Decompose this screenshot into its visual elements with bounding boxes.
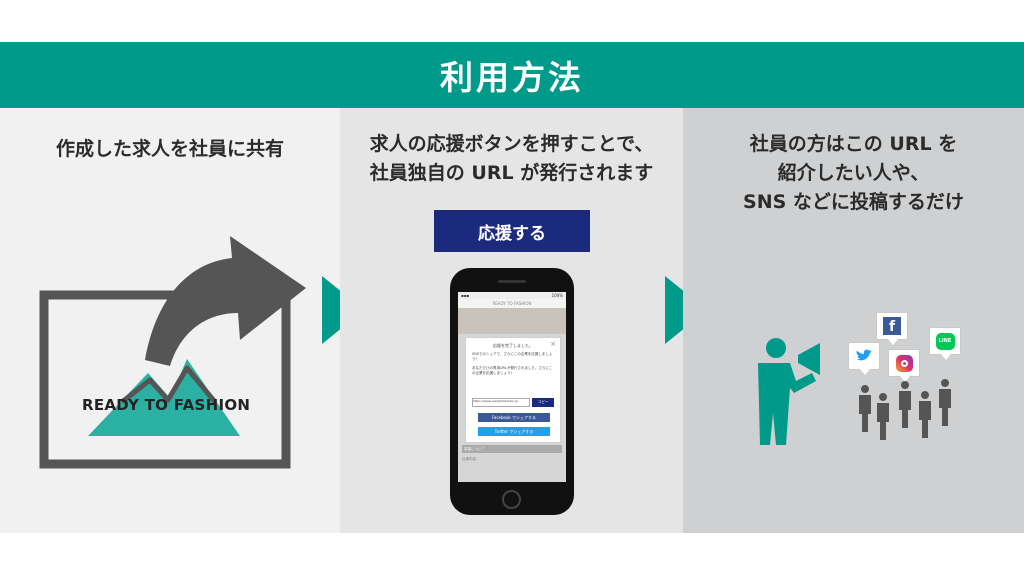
close-icon[interactable]: × xyxy=(550,340,556,348)
twitter-bird-icon xyxy=(856,349,872,361)
share-illustration xyxy=(39,236,306,469)
url-field[interactable]: https://www.readytofashion.jp xyxy=(472,398,530,407)
step-2-text: 求人の応援ボタンを押すことで、 社員独自の URL が発行されます xyxy=(369,133,654,184)
facebook-icon: f xyxy=(876,312,908,345)
page-title: 利用方法 xyxy=(0,42,1024,108)
status-bar: ▪▪▪ 100% xyxy=(458,292,566,299)
twitter-share-button[interactable]: Twitter でシェアする xyxy=(478,427,550,436)
share-arrow-icon xyxy=(145,236,306,366)
modal-text-2: あなただけの専用URLが発行されました。さらにこの企業を応援しましょう！ xyxy=(472,366,553,375)
facebook-share-button[interactable]: Facebook でシェアする xyxy=(478,413,550,422)
step-1-panel: 作成した求人を社員に共有 READY TO FASHION xyxy=(0,108,340,533)
modal-text-1: SNSでのシェアで、さらにこの企業を応援しましょう！ xyxy=(472,352,553,361)
logo-text: READY TO FASHION xyxy=(82,396,251,414)
people-group-icon xyxy=(859,379,951,440)
twitter-icon xyxy=(848,342,880,375)
hero-image xyxy=(458,308,566,334)
modal-title: 応援を完了しました。 xyxy=(493,343,533,348)
bottom-bar: 募集について xyxy=(462,445,562,453)
phone-speaker xyxy=(498,280,526,283)
home-button xyxy=(502,490,521,509)
line-icon: LINE xyxy=(929,327,961,360)
share-modal: 応援を完了しました。 × SNSでのシェアで、さらにこの企業を応援しましょう！ … xyxy=(465,337,561,443)
smartphone: ▪▪▪ 100% READY TO FASHION 応援を完了しました。 × S… xyxy=(450,268,574,515)
megaphone-icon xyxy=(798,343,820,375)
signal-icon: ▪▪▪ xyxy=(461,293,470,298)
instagram-icon xyxy=(888,349,920,382)
step-3-panel: 社員の方はこの URL を 紹介したい人や、 SNS などに投稿するだけ f L… xyxy=(683,108,1024,533)
step-3-text: 社員の方はこの URL を 紹介したい人や、 SNS などに投稿するだけ xyxy=(743,133,964,213)
support-button[interactable]: 応援する xyxy=(434,210,590,252)
step-2-panel: 求人の応援ボタンを押すことで、 社員独自の URL が発行されます 応援する ▪… xyxy=(340,108,683,533)
copy-button[interactable]: コピー xyxy=(532,398,554,407)
phone-screen: ▪▪▪ 100% READY TO FASHION 応援を完了しました。 × S… xyxy=(458,292,566,482)
site-header: READY TO FASHION xyxy=(458,299,566,308)
megaphone-person-icon xyxy=(758,338,820,445)
bottom-text: 仕事内容 xyxy=(462,457,476,461)
step-1-text: 作成した求人を社員に共有 xyxy=(55,138,284,160)
